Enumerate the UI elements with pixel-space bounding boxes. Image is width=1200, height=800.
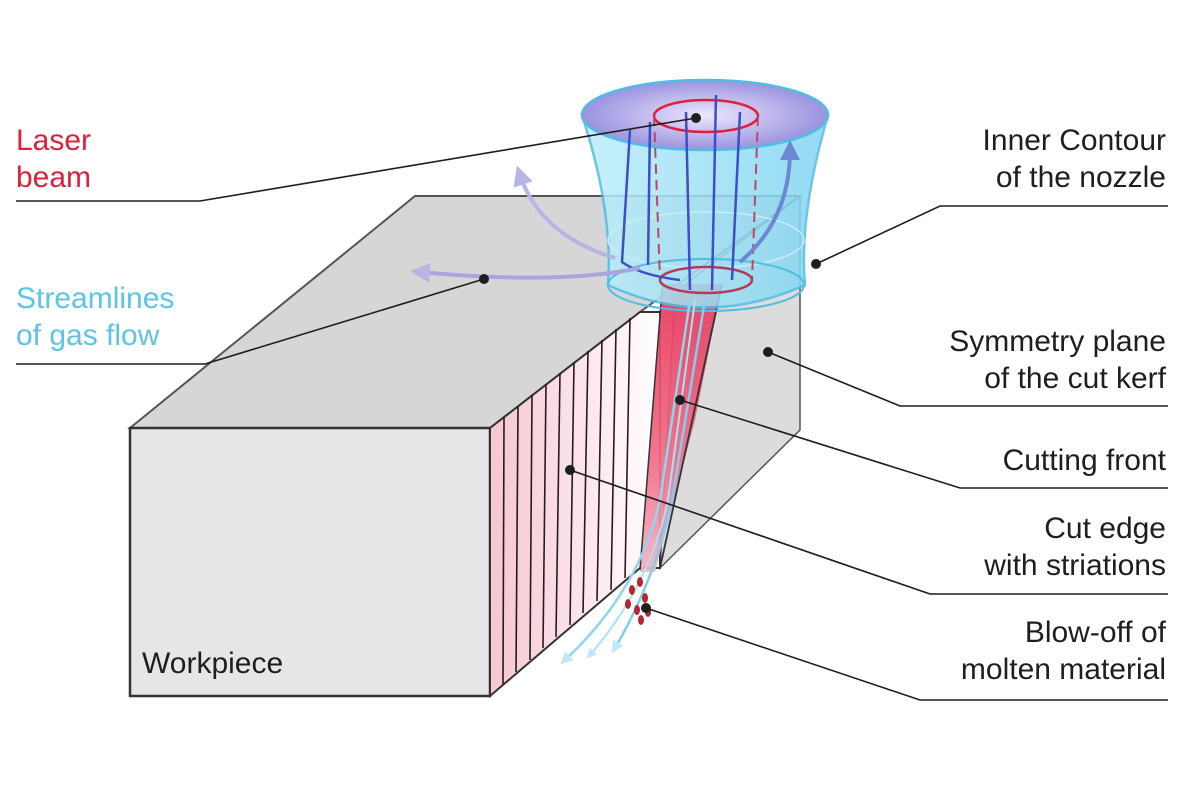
label-symmetry-plane-line2: of the cut kerf xyxy=(984,362,1166,395)
label-laser-beam-line1: Laser xyxy=(16,124,92,157)
label-streamlines-line1: Streamlines xyxy=(16,282,175,315)
striations xyxy=(502,317,631,685)
gas-streamlines xyxy=(410,140,800,665)
leader-streamlines xyxy=(16,278,485,365)
streamline-left xyxy=(410,262,641,283)
label-symmetry-plane-line1: Symmetry plane xyxy=(949,325,1166,358)
label-inner-contour-line2: of the nozzle xyxy=(995,161,1166,194)
streamline-down-1 xyxy=(560,299,692,665)
leader-inner-contour xyxy=(815,205,1168,265)
leader-lines xyxy=(16,117,1168,701)
nozzle-top-opening xyxy=(580,78,830,152)
leader-symmetry-plane xyxy=(767,351,1168,407)
nozzle-bottom-ring xyxy=(607,258,805,312)
label-blow-off: Blow-off of molten material xyxy=(961,614,1166,688)
label-streamlines-line2: of gas flow xyxy=(16,319,160,352)
label-inner-contour-line1: Inner Contour xyxy=(982,124,1166,157)
label-inner-contour: Inner Contour of the nozzle xyxy=(983,122,1166,196)
label-streamlines: Streamlines of gas flow xyxy=(16,280,174,354)
label-cut-edge-line2: with striations xyxy=(984,549,1166,582)
nozzle-body xyxy=(580,113,830,309)
beam-bottom-ring xyxy=(658,265,754,295)
label-workpiece: Workpiece xyxy=(142,645,283,682)
label-laser-beam-line2: beam xyxy=(16,161,92,194)
label-workpiece-text: Workpiece xyxy=(142,647,284,680)
nozzle xyxy=(580,78,830,312)
streamline-down-3 xyxy=(586,299,696,659)
label-symmetry-plane: Symmetry plane of the cut kerf xyxy=(949,323,1166,397)
leader-blow-off xyxy=(645,607,1168,701)
streamline-down-2 xyxy=(611,299,707,654)
label-laser-beam: Laser beam xyxy=(16,122,91,196)
leader-cut-edge xyxy=(569,469,1168,595)
label-cutting-front-line1: Cutting front xyxy=(1002,444,1166,477)
leader-laser-beam xyxy=(16,117,697,202)
label-cut-edge-line1: Cut edge xyxy=(1044,512,1166,545)
streamline-upleft xyxy=(513,165,616,260)
label-blow-off-line1: Blow-off of xyxy=(1024,616,1166,649)
label-cut-edge: Cut edge with striations xyxy=(984,510,1166,584)
leader-dots xyxy=(479,113,821,613)
nozzle-streamlines xyxy=(620,94,742,291)
streamline-upright xyxy=(738,140,800,264)
leader-cutting-front xyxy=(679,399,1168,489)
label-cutting-front: Cutting front xyxy=(1003,442,1166,479)
label-blow-off-line2: molten material xyxy=(960,653,1166,686)
